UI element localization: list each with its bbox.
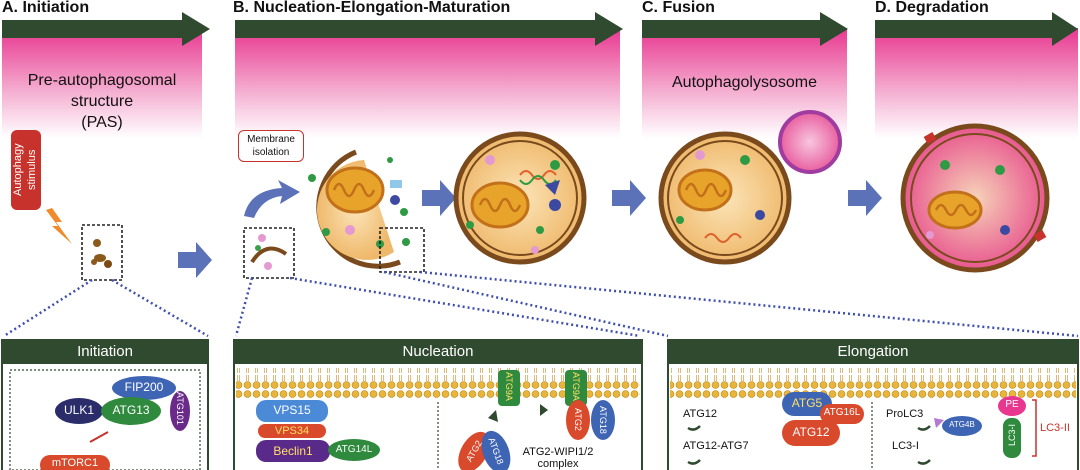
- ulk1-shape: [55, 398, 103, 424]
- atg12-atg7-label: ATG12-ATG7: [683, 440, 749, 452]
- fip200-shape: [112, 376, 176, 400]
- atg16l-label: ATG16L: [823, 407, 861, 418]
- atg13-label: ATG13: [112, 403, 150, 417]
- phagophore: [308, 149, 425, 273]
- pas-caption-line-3: (PAS): [81, 114, 123, 131]
- vps15-label: VPS15: [273, 403, 311, 417]
- atg4b-label: ATG4B: [949, 420, 975, 429]
- atg9a-shape-2: [565, 370, 587, 406]
- degradation-cell: [900, 123, 1050, 273]
- lc3-ii-label: LC3-II: [1040, 422, 1070, 434]
- atg18-shape-1: [481, 430, 511, 470]
- atg2-complex-line-1: ATG2-WIPI1/2: [522, 446, 594, 458]
- fusion-caption: Autophagolysosome: [672, 74, 817, 91]
- fip200-label: FIP200: [124, 380, 164, 394]
- atg101-label: ATG101: [170, 392, 190, 430]
- membrane-isolation-line-2: isolation: [252, 147, 290, 158]
- stage-banner-a: [2, 12, 210, 138]
- beclin1-shape: [256, 440, 330, 462]
- lc3-i-label: LC3-I: [892, 440, 919, 452]
- pe-label: PE: [1005, 399, 1019, 410]
- stage-title-c: C. Fusion: [642, 0, 715, 16]
- panel-elongation-title: Elongation: [837, 343, 909, 360]
- blue-arrow-3: [612, 180, 646, 216]
- vps34-shape: [258, 424, 326, 438]
- autophagosome: [453, 131, 587, 265]
- stage-title-d: D. Degradation: [875, 0, 989, 16]
- atg2-shape-2: [566, 400, 590, 440]
- blue-arrow-1: [178, 242, 212, 278]
- stimulus-bolt: [11, 130, 72, 244]
- isolation-membrane: [243, 180, 300, 279]
- lc3-i-mem-text: LC3-I: [1007, 424, 1017, 447]
- beclin1-label: Beclin1: [273, 444, 313, 458]
- fusion-cell: [658, 110, 842, 265]
- atg14l-shape: [328, 439, 380, 461]
- lc3-ii-bracket: [1032, 399, 1037, 457]
- atg18-text-2: ATG18: [598, 406, 608, 434]
- curved-arrow-1: [687, 425, 701, 431]
- atg4b-shape: [942, 416, 982, 436]
- atg2-complex-line-2: complex: [537, 458, 579, 470]
- blue-arrow-4: [848, 180, 882, 216]
- lc3-i-mem-label: LC3-I: [1003, 418, 1021, 458]
- stage-banner-b: [235, 12, 623, 138]
- pas-caption: Pre-autophagosomal structure (PAS): [2, 70, 202, 133]
- atg9a-label-2: ATG9A: [565, 370, 587, 406]
- atg2-complex-label: ATG2-WIPI1/2 complex: [512, 446, 604, 470]
- atg9a-text-1: ATG9A: [504, 372, 514, 401]
- atg14l-label: ATG14L: [335, 444, 373, 455]
- inhibition-line: [89, 431, 109, 443]
- stage-title-b: B. Nucleation-Elongation-Maturation: [233, 0, 511, 16]
- membrane-isolation-box: Membrane isolation: [238, 130, 304, 162]
- stage-banner-d: [875, 12, 1078, 138]
- atg2-label-2: ATG2: [566, 402, 590, 438]
- ulk1-label: ULK1: [63, 403, 95, 417]
- vps34-label: VPS34: [274, 425, 310, 437]
- vps15-shape: [256, 400, 328, 422]
- panel-initiation-title: Initiation: [77, 343, 133, 360]
- mtorc1-shape: [40, 455, 110, 470]
- curved-arrow-3: [917, 425, 931, 431]
- blue-arrow-2: [422, 180, 456, 216]
- atg101-text: ATG101: [175, 392, 185, 425]
- atg16l-shape: [820, 404, 864, 424]
- nucleation-arrow-2: [540, 404, 548, 416]
- stimulus-line-1: Autophagy: [12, 143, 24, 197]
- panel-nucleation-title: Nucleation: [402, 343, 474, 360]
- atg9a-text-2: ATG9A: [571, 372, 581, 401]
- stage-title-a: A. Initiation: [2, 0, 90, 16]
- mtorc1-label: mTORC1: [51, 457, 99, 469]
- atg2-text-2: ATG2: [573, 408, 583, 431]
- atg101-shape: [170, 391, 190, 431]
- atg9a-shape-1: [498, 370, 520, 406]
- atg18-shape-2: [591, 400, 615, 440]
- stimulus-line-2: stimulus: [26, 149, 38, 191]
- pas-box: [81, 224, 123, 281]
- atg5-shape: [782, 392, 832, 416]
- pas-caption-line-1: Pre-autophagosomal: [27, 72, 177, 89]
- prolc3-label: ProLC3: [886, 408, 924, 420]
- atg9a-label-1: ATG9A: [498, 370, 520, 406]
- atg4b-arrow: [934, 418, 944, 428]
- stimulus-label: Autophagy stimulus: [11, 132, 41, 208]
- stage-banner-c: [642, 12, 848, 138]
- atg5-label: ATG5: [791, 396, 823, 410]
- nucleation-arrow-1: [488, 410, 498, 422]
- curved-arrow-4: [917, 459, 931, 465]
- connector-lines: [3, 270, 1079, 338]
- atg12-conj-label: ATG12: [792, 425, 830, 439]
- lc3-i-mem-shape: [1003, 418, 1021, 458]
- pe-shape: [998, 396, 1026, 416]
- atg13-shape: [101, 397, 161, 425]
- curved-arrow-2: [687, 459, 701, 465]
- atg18-label-2: ATG18: [591, 402, 615, 438]
- atg12-conj-shape: [782, 420, 840, 446]
- atg12-label: ATG12: [683, 408, 718, 420]
- pas-caption-line-2: structure: [70, 93, 134, 110]
- membrane-isolation-line-1: Membrane: [247, 134, 295, 145]
